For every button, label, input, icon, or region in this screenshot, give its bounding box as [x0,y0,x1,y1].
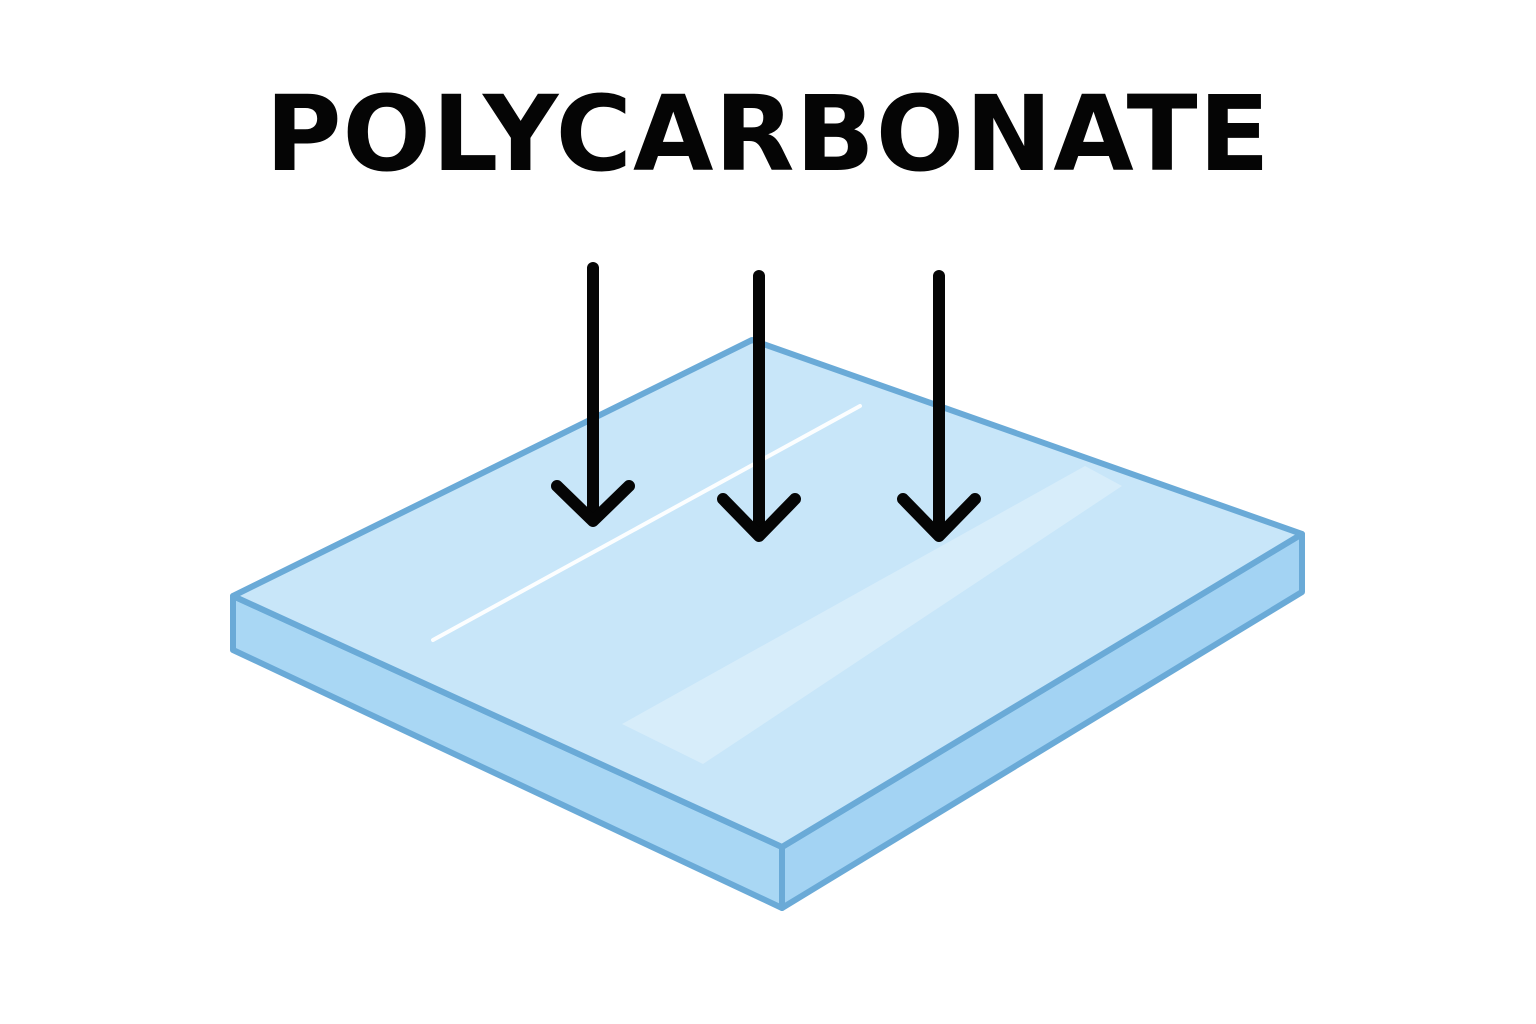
down-arrow-icon [897,270,981,542]
sheet-glare-band [622,466,1122,764]
arrow-group [551,262,981,542]
polycarbonate-sheet [230,337,1305,911]
down-arrow-icon [551,262,635,527]
down-arrow-icon [717,270,801,542]
sheet-top-face [230,337,1305,850]
diagram-title: POLYCARBONATE [265,73,1271,195]
sheet-highlight-line [431,404,862,642]
